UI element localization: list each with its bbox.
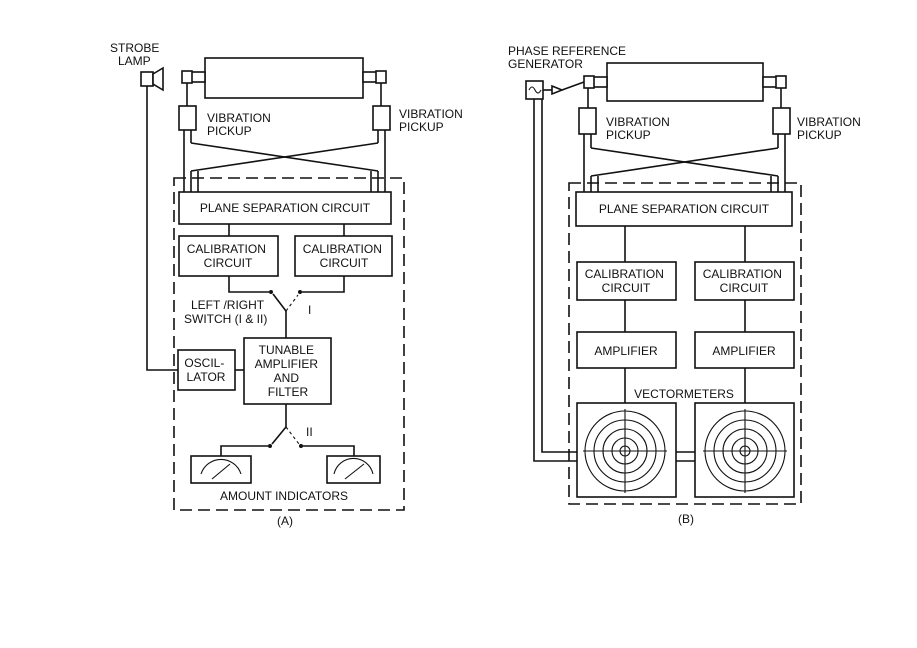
vibration-pickup-right-label-b: VIBRATION PICKUP — [797, 115, 864, 142]
calibration-left-label-a: CALIBRATION CIRCUIT — [187, 242, 269, 270]
vibration-pickup-left — [178, 105, 197, 131]
vectormeters-label: VECTORMETERS — [634, 387, 734, 401]
vibration-pickup-left-b — [578, 107, 597, 135]
tunable-amplifier-label: TUNABLE AMPLIFIER AND FILTER — [255, 343, 322, 399]
switch-i-label: I — [308, 303, 311, 317]
panel-b: PHASE REFERENCE GENERATOR VIBRATION — [508, 44, 864, 526]
strobe-lamp-label: STROBE LAMP — [110, 41, 163, 68]
vibration-pickup-right — [372, 105, 391, 131]
switch-ii — [220, 404, 355, 456]
vibration-pickup-left-label: VIBRATION PICKUP — [207, 111, 274, 138]
caption-a: (A) — [277, 514, 293, 528]
caption-b: (B) — [678, 512, 694, 526]
calibration-circuit-left-b — [576, 261, 677, 301]
rotor — [181, 57, 387, 106]
meter-right-icon — [326, 455, 381, 484]
calibration-left-label-b: CALIBRATION CIRCUIT — [585, 267, 667, 295]
switch-i — [228, 276, 345, 338]
left-right-switch-label: LEFT /RIGHT SWITCH (I & II) — [184, 298, 267, 326]
calibration-right-label-a: CALIBRATION CIRCUIT — [303, 242, 385, 270]
plane-separation-label-a: PLANE SEPARATION CIRCUIT — [200, 201, 371, 215]
instrument-enclosure-a — [173, 177, 405, 511]
instrument-enclosure-b — [568, 182, 802, 505]
calibration-circuit-right-a — [294, 235, 393, 277]
calibration-right-label-b: CALIBRATION CIRCUIT — [703, 267, 785, 295]
plane-separation-label-b: PLANE SEPARATION CIRCUIT — [599, 202, 770, 216]
vectormeter-right-icon — [694, 402, 795, 498]
amount-indicators-label: AMOUNT INDICATORS — [220, 489, 348, 503]
vibration-pickup-left-label-b: VIBRATION PICKUP — [606, 115, 673, 142]
tunable-amplifier-filter — [243, 337, 332, 405]
oscillator — [177, 349, 236, 391]
phase-reference-generator-label: PHASE REFERENCE GENERATOR — [508, 44, 629, 71]
pickup-wires — [183, 130, 386, 192]
phase-reference-generator-icon — [525, 80, 565, 100]
rotor-b — [561, 62, 787, 108]
plane-separation-circuit-b — [575, 191, 793, 227]
phase-ref-wire-inner — [541, 99, 578, 453]
panel-a: STROBE LAMP VIBRATION PICKUP VIBRATION P… — [110, 41, 466, 528]
vibration-pickup-right-label: VIBRATION PICKUP — [399, 107, 466, 134]
strobe-lamp-wire — [146, 86, 178, 371]
vibration-pickup-right-b — [772, 107, 791, 135]
switch-ii-label: II — [306, 425, 313, 439]
strobe-lamp-icon — [140, 66, 164, 92]
phase-ref-wire-outer — [533, 99, 578, 462]
amplifier-right-label: AMPLIFIER — [712, 344, 776, 358]
vectormeter-left-icon — [576, 402, 677, 498]
plane-separation-circuit-a — [178, 191, 392, 225]
amplifier-right-b — [694, 331, 795, 369]
calibration-circuit-left-a — [178, 235, 279, 277]
amplifier-left-label: AMPLIFIER — [594, 344, 658, 358]
pickup-wires-b — [583, 134, 786, 192]
amplifier-left-b — [576, 331, 677, 369]
meter-left-icon — [190, 455, 252, 484]
oscillator-label: OSCIL- LATOR — [184, 356, 227, 384]
